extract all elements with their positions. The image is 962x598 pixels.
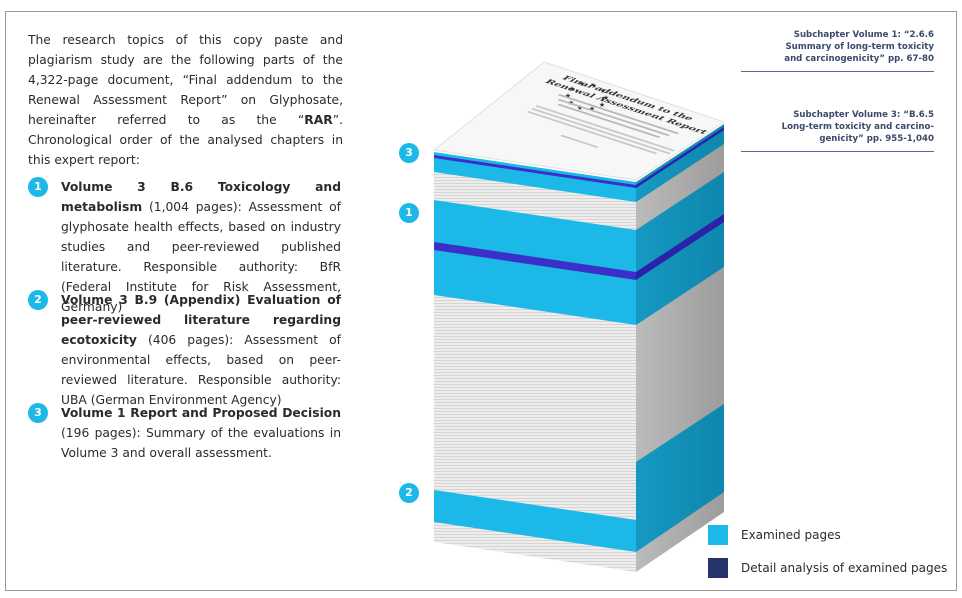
item-title: Volume 3 B.6 Toxicology and metabolism	[61, 180, 341, 214]
stack-badge-1: 1	[399, 203, 419, 223]
svg-text:★: ★	[600, 87, 606, 95]
svg-text:★: ★	[589, 105, 595, 113]
number-badge: 2	[28, 290, 48, 310]
svg-text:★: ★	[599, 101, 605, 109]
item-title: Volume 3 B.9 (Appendix) Evaluation of pe…	[61, 293, 341, 347]
item-description: (196 pages): Summary of the evaluations …	[61, 426, 341, 460]
list-item: 2 Volume 3 B.9 (Appendix) Evaluation of …	[28, 290, 348, 410]
svg-text:★: ★	[569, 85, 575, 93]
callout-line-2	[741, 151, 934, 152]
callout-volume-1: Subchapter Volume 1: “2.6.6 Summary of l…	[784, 30, 934, 64]
item-text: Volume 3 B.6 Toxicology and metabolism (…	[61, 177, 341, 317]
callout-volume-3: Subchapter Volume 3: “B.6.5 Long-term to…	[781, 110, 934, 144]
intro-text-1: The research topics of this copy paste a…	[28, 33, 343, 127]
stack-top-cover	[432, 61, 726, 181]
infographic-frame: The research topics of this copy paste a…	[5, 11, 957, 591]
svg-text:★: ★	[577, 104, 583, 112]
stack-left-face	[434, 152, 636, 572]
item-text: Volume 1 Report and Proposed Decision (1…	[61, 403, 341, 463]
intro-text-2: ”. Chronological order of the analysed c…	[28, 113, 343, 167]
svg-text:★: ★	[565, 92, 571, 100]
intro-paragraph: The research topics of this copy paste a…	[28, 30, 343, 170]
document-stack-illustration: ★ ★ ★ ★ ★ ★ ★ ★ ★ ★ Final addendum to th…	[432, 61, 726, 572]
detail-band-1	[434, 242, 636, 280]
callout-line-1	[741, 71, 934, 72]
legend-label-detail: Detail analysis of examined pages	[741, 561, 948, 575]
legend-swatch-detail	[708, 558, 728, 578]
item-text: Volume 3 B.9 (Appendix) Evaluation of pe…	[61, 290, 341, 410]
item-title: Volume 1 Report and Proposed Decision	[61, 406, 341, 420]
legend-detail: Detail analysis of examined pages	[708, 558, 947, 578]
stack-right-face	[636, 124, 724, 572]
svg-text:★: ★	[603, 94, 609, 102]
list-item: 3 Volume 1 Report and Proposed Decision …	[28, 403, 348, 463]
number-badge: 1	[28, 177, 48, 197]
section-band-2	[434, 490, 636, 552]
legend-swatch-examined	[708, 525, 728, 545]
detail-band-3	[434, 155, 636, 188]
legend-label-examined: Examined pages	[741, 528, 841, 542]
list-item: 1 Volume 3 B.6 Toxicology and metabolism…	[28, 177, 348, 317]
legend-examined: Examined pages	[708, 525, 841, 545]
svg-text:★: ★	[579, 80, 585, 88]
stack-badge-3: 3	[399, 143, 419, 163]
number-badge: 3	[28, 403, 48, 423]
item-description: (406 pages): Assessment of environmental…	[61, 333, 341, 407]
stack-badge-2: 2	[399, 483, 419, 503]
item-description: (1,004 pages): Assessment of glyphosate …	[61, 200, 341, 314]
intro-rar: RAR	[304, 113, 333, 127]
svg-text:★: ★	[591, 82, 597, 90]
